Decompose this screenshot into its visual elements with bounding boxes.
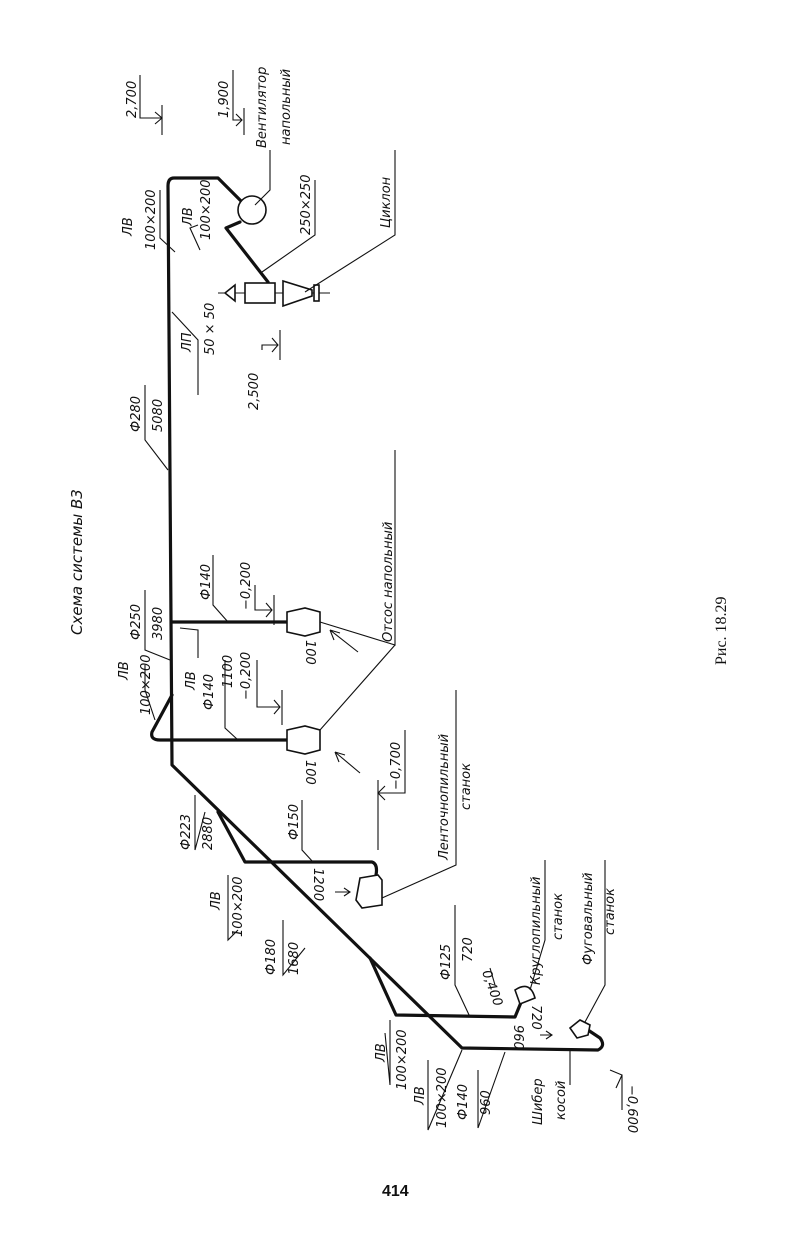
cyclone-symbol (218, 279, 330, 308)
grille-size: 100×200 (395, 1029, 410, 1090)
band-saw-label: станок (459, 763, 474, 810)
flow-label: 960 (510, 1025, 525, 1050)
level-label: 2,700 (125, 81, 140, 118)
grille-label: ЛВ (117, 661, 132, 681)
duct-length: 2880 (201, 817, 216, 850)
band-saw-label: Ленточнопильный (437, 734, 452, 861)
scheme-title: Схема системы В3 (68, 489, 86, 635)
flow-label: 100 (302, 760, 317, 785)
flow-arrows (329, 629, 553, 1040)
level-label: −0,600 (624, 1085, 639, 1133)
grille-label: ЛВ (121, 217, 136, 237)
main-duct (166, 176, 605, 1052)
leader-lines (139, 70, 623, 1131)
grille-size: 100×200 (199, 179, 214, 240)
band-saw-symbol (355, 874, 383, 909)
fan-to-cyclone (224, 220, 270, 284)
duct-diameter: Ф250 (129, 604, 144, 640)
fan-label: Вентилятор (255, 67, 270, 148)
page-number: 414 (382, 1183, 409, 1200)
duct-length: 1100 (221, 655, 236, 688)
damper-label: Шибер (531, 1078, 546, 1125)
level-label: 1,900 (217, 81, 232, 118)
figure-caption: Рис. 18.29 (713, 596, 730, 665)
circular-saw-symbol (514, 985, 536, 1006)
duct-diameter: Ф150 (287, 804, 302, 840)
grille-label: ЛВ (374, 1043, 389, 1063)
grille-size: 50 × 50 (203, 303, 218, 355)
grille-label: ЛВ (413, 1086, 428, 1106)
duct-diameter: Ф223 (179, 814, 194, 850)
duct-diameter: Ф140 (456, 1084, 471, 1120)
circular-saw-label: Круглопильный (529, 877, 544, 985)
grille-label: ЛВ (181, 207, 196, 227)
flow-label: 100 (302, 640, 317, 665)
duct-diameter: Ф125 (439, 944, 454, 980)
cyclone-label: Циклон (379, 176, 394, 228)
grille-size: 100×200 (435, 1067, 450, 1128)
grille-size: 100×200 (139, 654, 154, 715)
jointer-label: станок (603, 888, 618, 935)
branch-otsos-2 (150, 693, 289, 742)
level-label: −0,200 (239, 562, 254, 610)
grille-label: ЛВ (184, 671, 199, 691)
labels: 2,700 1,900 Вентилятор напольный ЛВ 100×… (117, 67, 639, 1133)
otsos-unit-2 (286, 725, 321, 755)
duct-size: 250×250 (299, 174, 314, 235)
grille-size: 100×200 (144, 189, 159, 250)
duct-diameter: Ф140 (202, 674, 217, 710)
flow-label: 720 (528, 1005, 543, 1030)
level-label: −0,700 (389, 742, 404, 790)
duct-diameter: Ф140 (199, 564, 214, 600)
fan-symbol (237, 195, 267, 225)
jointer-symbol (568, 1019, 591, 1039)
otsos-label: Отсос напольный (381, 522, 396, 642)
duct-length: 3980 (151, 607, 166, 640)
grille-size: 100×200 (231, 876, 246, 937)
otsos-unit-1 (286, 607, 321, 637)
duct-length: 5080 (151, 399, 166, 432)
jointer-label: Фуговальный (581, 873, 596, 965)
duct-length: 960 (479, 1090, 494, 1115)
duct-diameter: Ф280 (129, 396, 144, 432)
level-label: −0,200 (239, 652, 254, 700)
level-label: 0,400 (478, 968, 505, 1008)
duct-length: 1680 (287, 942, 302, 975)
duct-length: 720 (461, 937, 476, 962)
flow-label: 1200 (310, 868, 325, 901)
grille-label: ЛП (180, 332, 195, 353)
grille-label: ЛВ (209, 891, 224, 911)
duct-diameter: Ф180 (264, 939, 279, 975)
fan-label: напольный (279, 69, 294, 145)
branch-circular-saw (368, 956, 524, 1019)
damper-label: косой (554, 1081, 569, 1120)
circular-saw-label: станок (551, 893, 566, 940)
level-label: 2,500 (247, 373, 262, 410)
branch-band-saw (216, 810, 379, 877)
